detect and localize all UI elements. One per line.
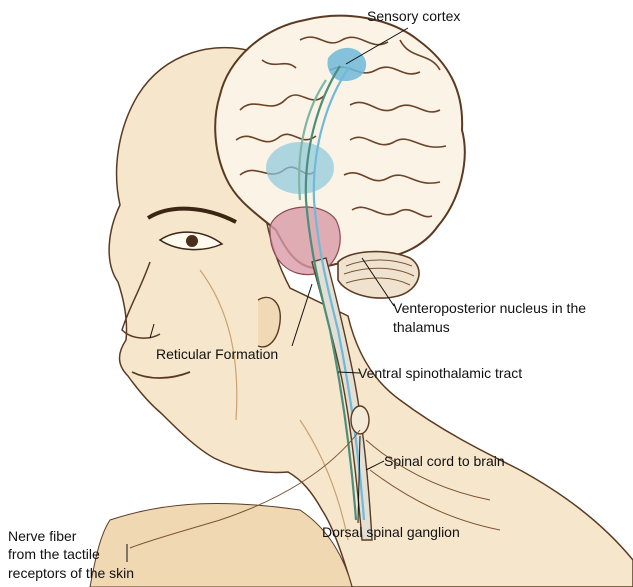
label-venteroposterior-line2: thalamus: [393, 319, 450, 336]
brainstem-pink: [270, 207, 340, 275]
label-nerve-fiber-line2: from the tactile: [8, 546, 100, 563]
label-spinal-cord: Spinal cord to brain: [384, 453, 505, 470]
cerebellum: [338, 252, 419, 298]
label-ventral-spinothalamic-tract: Ventral spinothalamic tract: [358, 365, 522, 382]
label-venteroposterior-line1: Venteroposterior nucleus in the: [393, 300, 586, 317]
eye-iris: [186, 235, 198, 247]
dorsal-ganglion: [351, 406, 369, 434]
label-dorsal-spinal-ganglion: Dorsal spinal ganglion: [322, 524, 460, 541]
label-reticular-formation: Reticular Formation: [156, 346, 278, 363]
label-nerve-fiber-line3: receptors of the skin: [8, 565, 134, 582]
label-nerve-fiber-line1: Nerve fiber: [8, 528, 76, 545]
label-sensory-cortex: Sensory cortex: [367, 8, 460, 25]
